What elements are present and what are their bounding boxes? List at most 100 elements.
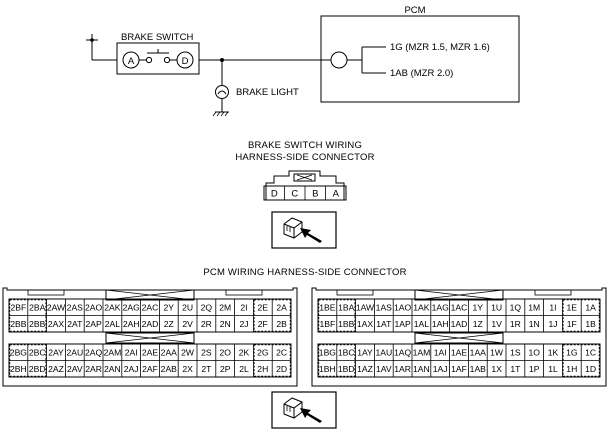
- terminal-a-label: A: [128, 56, 135, 67]
- pcm-pin-cell: 2AY: [48, 348, 64, 358]
- pcm-pin-cell: 2AQ: [85, 348, 103, 358]
- pcm-pin-cell: 1AO: [394, 303, 412, 313]
- pcm-pin-cell: 1AY: [357, 348, 373, 358]
- pcm-pin-cell: 2AX: [48, 319, 65, 329]
- pcm-pin-cell: 2V: [182, 319, 193, 329]
- pcm-end-pin-marker: [253, 299, 291, 332]
- pcm-pin-cell: 1F: [567, 319, 577, 329]
- pcm-end-pin-marker: [318, 299, 356, 332]
- pcm-pin-cell: 1AH: [432, 319, 449, 329]
- pcm-pin-cell: 1AE: [451, 348, 468, 358]
- pcm-pin-cell: 1S: [510, 348, 521, 358]
- pcm-pin-cell: 1D: [585, 364, 596, 374]
- pcm-pin-cell: 1V: [491, 319, 502, 329]
- pcm-pin-cell: 1AS: [376, 303, 393, 313]
- pcm-pin-cell: 2BG: [10, 348, 28, 358]
- brake-connector-title-line2: HARNESS-SIDE CONNECTOR: [235, 152, 374, 163]
- connector-view-arrow-icon: [283, 217, 322, 243]
- pcm-pin-cell: 1BA: [338, 303, 355, 313]
- pcm-end-pin-marker: [318, 344, 356, 377]
- pcm-pin-cell: 2L: [239, 364, 249, 374]
- pcm-pin-cell: 2AU: [66, 348, 83, 358]
- pcm-pin-cell: 1AU: [375, 348, 392, 358]
- pcm-pin-cell: 2AF: [142, 364, 158, 374]
- pcm-end-pin-marker: [253, 344, 291, 377]
- pcm-pin-cell: 2AD: [142, 319, 159, 329]
- brake-connector-pin: B: [312, 189, 318, 200]
- pcm-pin-cell: 1C: [585, 348, 596, 358]
- pcm-pin-cell: 2A: [276, 303, 287, 313]
- pcm-pin-cell: 2BC: [29, 348, 46, 358]
- brake-switch-circuit: BRAKE SWITCH A D BRAKE LIGHT PCM: [86, 5, 520, 117]
- pcm-pin-cell: 2AZ: [48, 364, 64, 374]
- brake-switch-label: BRAKE SWITCH: [121, 32, 193, 43]
- pcm-pin-cell: 2AV: [67, 364, 83, 374]
- pcm-title: PCM: [404, 5, 425, 16]
- pcm-box: [320, 15, 520, 103]
- pcm-pin-cell: 1BC: [338, 348, 355, 358]
- pcm-pin-cell: 1AJ: [433, 364, 448, 374]
- pcm-pin-cell: 1Y: [473, 303, 484, 313]
- brake-switch-connector: BRAKE SWITCH WIRING HARNESS-SIDE CONNECT…: [235, 140, 374, 249]
- pcm-view-arrow-icon: [283, 397, 322, 423]
- pcm-pin-cell: 1AF: [451, 364, 467, 374]
- brake-connector-housing: [265, 170, 345, 201]
- pcm-pin-cell: 2AN: [104, 364, 121, 374]
- brake-switch-box: [116, 42, 200, 75]
- pcm-pin-cell: 2E: [258, 303, 269, 313]
- pcm-pin-cell: 2M: [219, 303, 231, 313]
- pcm-pin-cell: 1BF: [320, 319, 336, 329]
- pcm-pin-cell: 2Z: [164, 319, 174, 329]
- pcm-pin-cell: 1AX: [357, 319, 374, 329]
- pcm-pin-cell: 2H: [257, 364, 268, 374]
- pcm-pin-cell: 1AN: [413, 364, 430, 374]
- pcm-left-center-latch: [105, 332, 195, 344]
- pcm-pin-cell: 1BG: [319, 348, 337, 358]
- pcm-pin-cell: 1BD: [338, 364, 355, 374]
- switch-contact-left: [145, 56, 153, 64]
- pcm-pin-cell: 2AP: [85, 319, 102, 329]
- pcm-pin-cell: 1A: [585, 303, 596, 313]
- pcm-pin-cell: 2AK: [104, 303, 121, 313]
- pcm-pin-cell: 2BH: [10, 364, 27, 374]
- pcm-connector-left-housing: [2, 287, 298, 387]
- pcm-pin-cell: 1N: [529, 319, 540, 329]
- pcm-pin-cell: 2BB: [29, 319, 46, 329]
- pcm-pin-cell: 1G: [566, 348, 578, 358]
- pcm-right-latch: [414, 289, 504, 301]
- pcm-pin-cell: 2AL: [105, 319, 121, 329]
- pcm-pin-cell: 2B: [276, 319, 287, 329]
- pcm-pin-cell: 1X: [491, 364, 502, 374]
- pcm-pin-cell: 2AS: [67, 303, 84, 313]
- brake-connector-latch: [293, 173, 316, 182]
- pcm-terminal-circle: [330, 51, 348, 69]
- pcm-pin-cell: 2J: [239, 319, 248, 329]
- pcm-end-pin-marker: [9, 344, 47, 377]
- pcm-pin-cell: 2BA: [29, 303, 46, 313]
- pcm-pin-cell: 1BB: [338, 319, 355, 329]
- pcm-pin-cell: 2K: [239, 348, 250, 358]
- pcm-pin-cell: 2AJ: [124, 364, 139, 374]
- pcm-pin-cell: 1AL: [414, 319, 430, 329]
- pcm-end-pin-marker: [9, 299, 47, 332]
- pcm-pin-cell: 1AV: [376, 364, 392, 374]
- pcm-pin-cell: 2T: [201, 364, 212, 374]
- pcm-left-latch: [105, 289, 195, 301]
- pcm-pin-cell: 1AP: [394, 319, 411, 329]
- brake-connector-pin: C: [291, 189, 298, 200]
- connector-view-icon-box: [271, 211, 337, 249]
- pcm-pin-cell: 1BE: [319, 303, 336, 313]
- pcm-pin-cell: 2AT: [67, 319, 83, 329]
- pcm-pin-cell: 1AR: [394, 364, 411, 374]
- pcm-pin-cell: 1BH: [319, 364, 336, 374]
- pcm-pin-cell: 2AR: [85, 364, 102, 374]
- pcm-pin-cell: 2AO: [85, 303, 103, 313]
- pcm-pin-cell: 2U: [182, 303, 193, 313]
- pcm-pin-cell: 2C: [276, 348, 287, 358]
- pcm-pin-cell: 2X: [182, 364, 193, 374]
